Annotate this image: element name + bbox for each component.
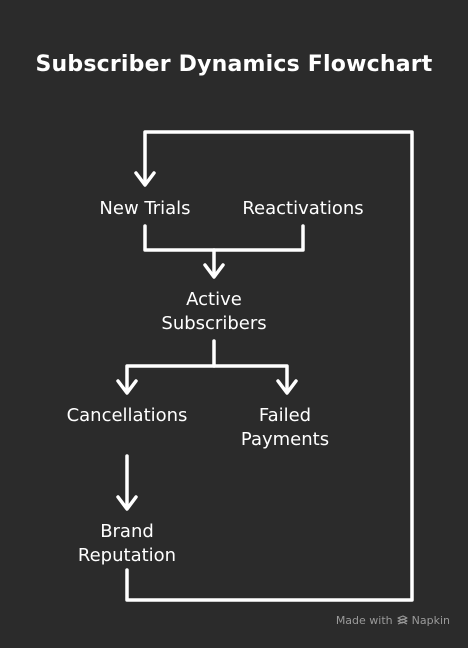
node-new-trials: New Trials <box>99 197 190 221</box>
node-label-line-1: Active <box>186 289 242 310</box>
node-active-subscribers: Active Subscribers <box>161 288 266 336</box>
node-reactivations: Reactivations <box>242 197 363 221</box>
node-label-line-2: Subscribers <box>161 313 267 334</box>
node-brand-reputation: Brand Reputation <box>78 520 176 568</box>
credit-made-with-text: Made with <box>335 614 393 627</box>
napkin-logo-icon <box>397 615 408 625</box>
node-label-line-2: Payments <box>240 429 330 450</box>
node-label-line-1: Brand <box>100 521 154 542</box>
node-label: Cancellations <box>66 405 188 426</box>
node-label-line-1: Failed <box>258 405 312 426</box>
node-label-line-2: Reputation <box>77 545 177 566</box>
flowchart-title: Subscriber Dynamics Flowchart <box>35 52 433 77</box>
merge-arrowhead <box>203 263 225 279</box>
node-cancellations: Cancellations <box>67 404 188 428</box>
node-failed-payments: Failed Payments <box>241 404 329 452</box>
made-with-napkin-credit[interactable]: Made with Napkin <box>336 614 450 627</box>
credit-brand-text: Napkin <box>411 614 450 627</box>
node-label: New Trials <box>99 198 191 219</box>
split-connector <box>125 364 289 392</box>
node-label: Reactivations <box>242 198 364 219</box>
merge-connector <box>143 224 305 252</box>
split-left-arrowhead <box>116 379 138 395</box>
feedback-loop-line <box>125 130 414 602</box>
split-right-arrowhead <box>276 379 298 395</box>
cancellations-to-brand-arrowhead <box>116 495 138 511</box>
feedback-loop-arrowhead <box>134 171 156 187</box>
